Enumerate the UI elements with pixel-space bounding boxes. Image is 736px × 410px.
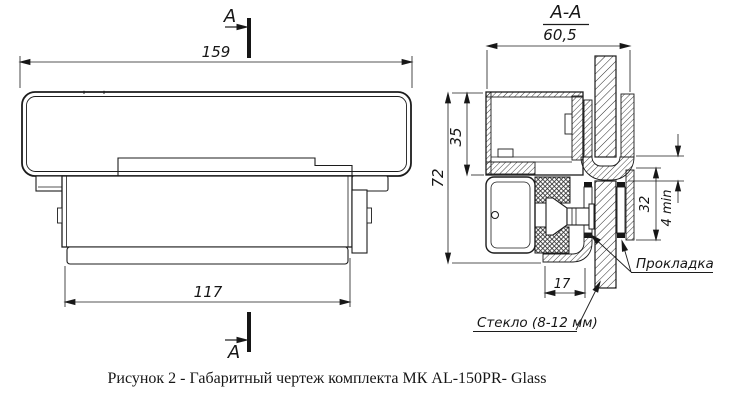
section-cut-mark-top: A — [223, 6, 251, 58]
dim-117-text: 117 — [194, 283, 223, 301]
glass-clamp-right — [625, 169, 635, 241]
top-clamp-right — [620, 93, 635, 158]
section-bottom-profile — [542, 233, 593, 263]
dimension-bottom-width: 17 — [544, 266, 586, 298]
section-title: A-A — [543, 2, 589, 26]
dimension-glass-clamp-depth: 32 — [636, 167, 661, 241]
section-letter-bottom: A — [227, 342, 240, 363]
dimension-section-height: 72 — [429, 92, 541, 264]
section-top-panel-stack — [583, 55, 635, 158]
dim-17-text: 17 — [554, 277, 571, 292]
front-view: 159 117 A A — [19, 6, 413, 363]
gasket-label: Прокладка — [636, 256, 714, 272]
body-hole — [491, 211, 499, 219]
dim-32-text: 32 — [638, 196, 653, 213]
section-title-text: A-A — [549, 2, 581, 23]
dim-35-text: 35 — [447, 127, 465, 146]
gasket-right — [616, 186, 626, 234]
glass-callout: Стекло (8-12 мм) — [473, 280, 603, 332]
glass-label: Стекло (8-12 мм) — [477, 315, 598, 331]
top-panel — [594, 55, 617, 158]
dimension-section-top-height: 35 — [447, 92, 484, 176]
gasket-callout: Прокладка — [588, 232, 714, 273]
section-letter-top: A — [223, 6, 236, 27]
section-cut-mark-bottom: A — [225, 312, 251, 363]
dim-159-text: 159 — [202, 43, 231, 61]
top-gasket-left — [583, 99, 593, 158]
dim-72-text: 72 — [429, 168, 447, 187]
dim-4min-text: 4 min — [660, 190, 675, 227]
section-view: A-A 60,5 — [429, 2, 714, 332]
figure-caption: Рисунок 2 - Габаритный чертеж комплекта … — [107, 370, 546, 387]
section-lock-body — [485, 176, 536, 254]
glass-panel — [594, 180, 617, 289]
dimension-front-overall: 159 — [19, 43, 413, 88]
section-glass-assembly — [583, 169, 635, 289]
front-cover-profile — [21, 90, 412, 177]
front-lock-body — [57, 175, 372, 265]
front-right-foot — [351, 175, 389, 192]
section-housing-profile — [485, 91, 584, 176]
dimension-section-width: 60,5 — [486, 26, 631, 92]
dim-605-text: 60,5 — [543, 26, 576, 44]
glass-pocket-knuckle — [580, 156, 635, 181]
dimension-front-body: 117 — [64, 258, 351, 307]
dimension-glass-min-overlap: 4 min — [628, 134, 684, 226]
section-clamp-screw — [545, 197, 595, 236]
